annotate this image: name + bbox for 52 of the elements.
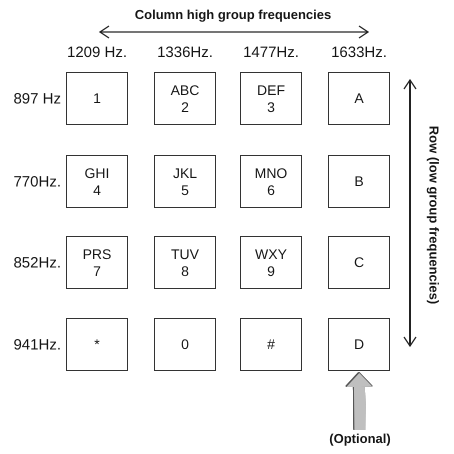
keypad-key: [240, 72, 302, 125]
key-label: B: [354, 173, 364, 190]
key-letters: DEF: [257, 82, 285, 98]
block-arrow: [346, 373, 373, 430]
keypad-key: [66, 72, 128, 125]
key-letters: JKL: [172, 164, 198, 182]
keypad-key: [328, 72, 390, 125]
keypad-key: [328, 236, 390, 289]
key-label: C: [354, 254, 364, 271]
keypad-key: [240, 318, 302, 371]
key-digit: 5: [181, 182, 189, 198]
row-heading: Row (low group frequencies): [426, 126, 442, 304]
column-heading: Column high group frequencies: [134, 6, 332, 23]
key-label: 1: [93, 90, 101, 107]
keypad-key: [154, 72, 216, 125]
keypad-key: [66, 236, 128, 289]
keypad-key: [240, 236, 302, 289]
frequency-label: 941Hz.: [13, 336, 61, 353]
frequency-label: 770Hz.: [13, 173, 61, 190]
key-label: 0: [181, 336, 189, 353]
note-label: (Optional): [329, 431, 391, 447]
frequency-label: 1633Hz.: [331, 44, 387, 61]
keypad-key: [328, 155, 390, 208]
key-label: *: [94, 336, 100, 353]
keypad-key: [154, 236, 216, 289]
key-label: #: [267, 336, 275, 353]
frequency-label: 1336Hz.: [157, 44, 213, 61]
frequency-label: 852Hz.: [13, 254, 61, 271]
frequency-label: 1477Hz.: [243, 44, 299, 61]
key-letters: TUV: [171, 246, 199, 262]
key-digit: 7: [93, 262, 101, 280]
key-digit: 6: [267, 182, 275, 198]
keypad-key: [240, 155, 302, 208]
keypad-key: [154, 318, 216, 371]
keypad-key: [66, 155, 128, 208]
key-letters: PRS: [82, 246, 112, 262]
key-label: D: [354, 336, 364, 353]
key-label: A: [354, 90, 364, 107]
key-digit: 9: [267, 262, 275, 280]
key-letters: GHI: [84, 164, 110, 182]
key-digit: 4: [93, 182, 101, 198]
key-letters: ABC: [170, 82, 200, 98]
key-digit: 8: [181, 262, 189, 280]
keypad-key: [66, 318, 128, 371]
key-digit: 2: [181, 98, 189, 116]
key-digit: 3: [267, 98, 275, 116]
frequency-label: 897 Hz: [13, 90, 61, 107]
key-letters: WXY: [255, 246, 287, 262]
key-letters: MNO: [254, 164, 288, 182]
frequency-label: 1209 Hz.: [66, 44, 128, 61]
keypad-key: [154, 155, 216, 208]
keypad-key: [328, 318, 390, 371]
